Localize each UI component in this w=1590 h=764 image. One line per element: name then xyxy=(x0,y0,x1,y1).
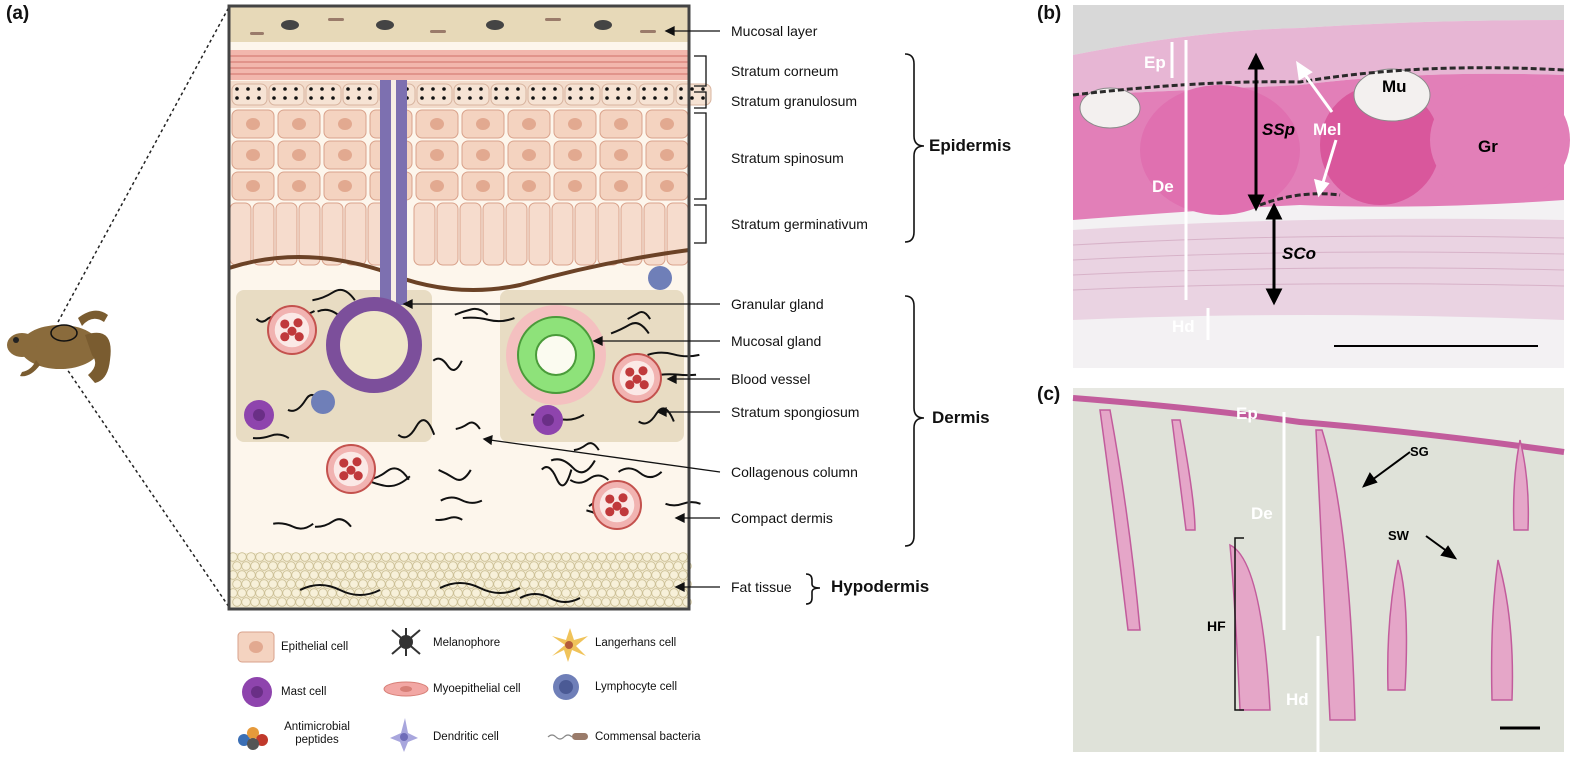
label-compact-dermis: Compact dermis xyxy=(731,510,833,526)
b-label-mel: Mel xyxy=(1313,120,1342,139)
label-stratum-spongiosum: Stratum spongiosum xyxy=(731,404,860,420)
epidermis-brace xyxy=(904,53,925,243)
mucosal-layer xyxy=(229,6,689,42)
legend-epithelial-cell: Epithelial cell xyxy=(281,641,349,653)
label-blood-vessel: Blood vessel xyxy=(731,371,811,387)
dendritic-cell-icon xyxy=(390,718,418,752)
label-mucosal-gland: Mucosal gland xyxy=(731,333,822,349)
label-stratum-corneum: Stratum corneum xyxy=(731,63,839,79)
legend-lymphocyte-cell: Lymphocyte cell xyxy=(595,681,678,693)
b-label-ep: Ep xyxy=(1144,53,1166,72)
gland-duct xyxy=(380,80,391,305)
epithelial-cell-icon xyxy=(237,631,275,663)
basement-membrane xyxy=(228,248,690,292)
langerhans-cell-icon xyxy=(552,628,588,662)
label-stratum-germinativum: Stratum germinativum xyxy=(731,216,868,232)
diagram-frame xyxy=(227,4,691,611)
hypodermis-brace xyxy=(805,573,821,605)
legend-antimicrobial-peptides: Antimicrobial peptides xyxy=(284,721,350,746)
b-label-mu: Mu xyxy=(1382,77,1407,96)
label-mucosal-layer: Mucosal layer xyxy=(731,23,818,39)
b-label-sco: SCo xyxy=(1282,244,1316,263)
legend-mast-cell: Mast cell xyxy=(281,686,327,698)
c-label-hf: HF xyxy=(1207,618,1226,634)
label-fat-tissue: Fat tissue xyxy=(731,579,792,595)
label-stratum-spinosum: Stratum spinosum xyxy=(731,150,844,166)
commensal-bacteria xyxy=(250,18,656,35)
commensal-bacteria-icon xyxy=(547,733,588,740)
stratum-germinativum xyxy=(229,202,689,266)
c-label-ep: Ep xyxy=(1236,404,1258,423)
region-dermis: Dermis xyxy=(932,408,990,427)
legend-langerhans-cell: Langerhans cell xyxy=(595,637,677,649)
c-label-de: De xyxy=(1251,504,1273,523)
myoepithelial-cell-icon xyxy=(383,681,429,697)
frog-icon xyxy=(7,310,111,383)
label-stratum-granulosum: Stratum granulosum xyxy=(731,93,858,109)
c-label-sw: SW xyxy=(1388,528,1409,543)
region-hypodermis: Hypodermis xyxy=(831,577,930,596)
panel-label-a: (a) xyxy=(6,3,30,24)
lymphocyte-cell xyxy=(648,266,672,290)
melanophore-icon xyxy=(391,628,421,656)
lymphocyte-cell-icon xyxy=(553,674,579,700)
label-granular-gland: Granular gland xyxy=(731,296,824,312)
lymphocyte-cell xyxy=(311,390,335,414)
legend-dendritic-cell: Dendritic cell xyxy=(433,731,499,743)
panel-label-b: (b) xyxy=(1037,3,1062,24)
antimicrobial-peptides-icon xyxy=(238,727,268,750)
panel-label-c: (c) xyxy=(1037,384,1061,405)
mast-cell-icon xyxy=(242,677,272,707)
c-label-hd: Hd xyxy=(1286,690,1309,709)
dermis-brace xyxy=(904,295,925,547)
b-label-gr: Gr xyxy=(1478,137,1498,156)
region-epidermis: Epidermis xyxy=(929,136,1012,155)
c-label-sg: SG xyxy=(1410,444,1429,459)
legend-commensal-bacteria: Commensal bacteria xyxy=(595,731,701,743)
label-collagenous-column: Collagenous column xyxy=(731,464,858,480)
stratum-corneum xyxy=(229,50,689,80)
b-label-hd: Hd xyxy=(1172,317,1195,336)
legend-myoepithelial-cell: Myoepithelial cell xyxy=(433,683,521,695)
legend-melanophore: Melanophore xyxy=(433,637,501,649)
b-label-de: De xyxy=(1152,177,1174,196)
b-label-ssp: SSp xyxy=(1262,120,1296,139)
